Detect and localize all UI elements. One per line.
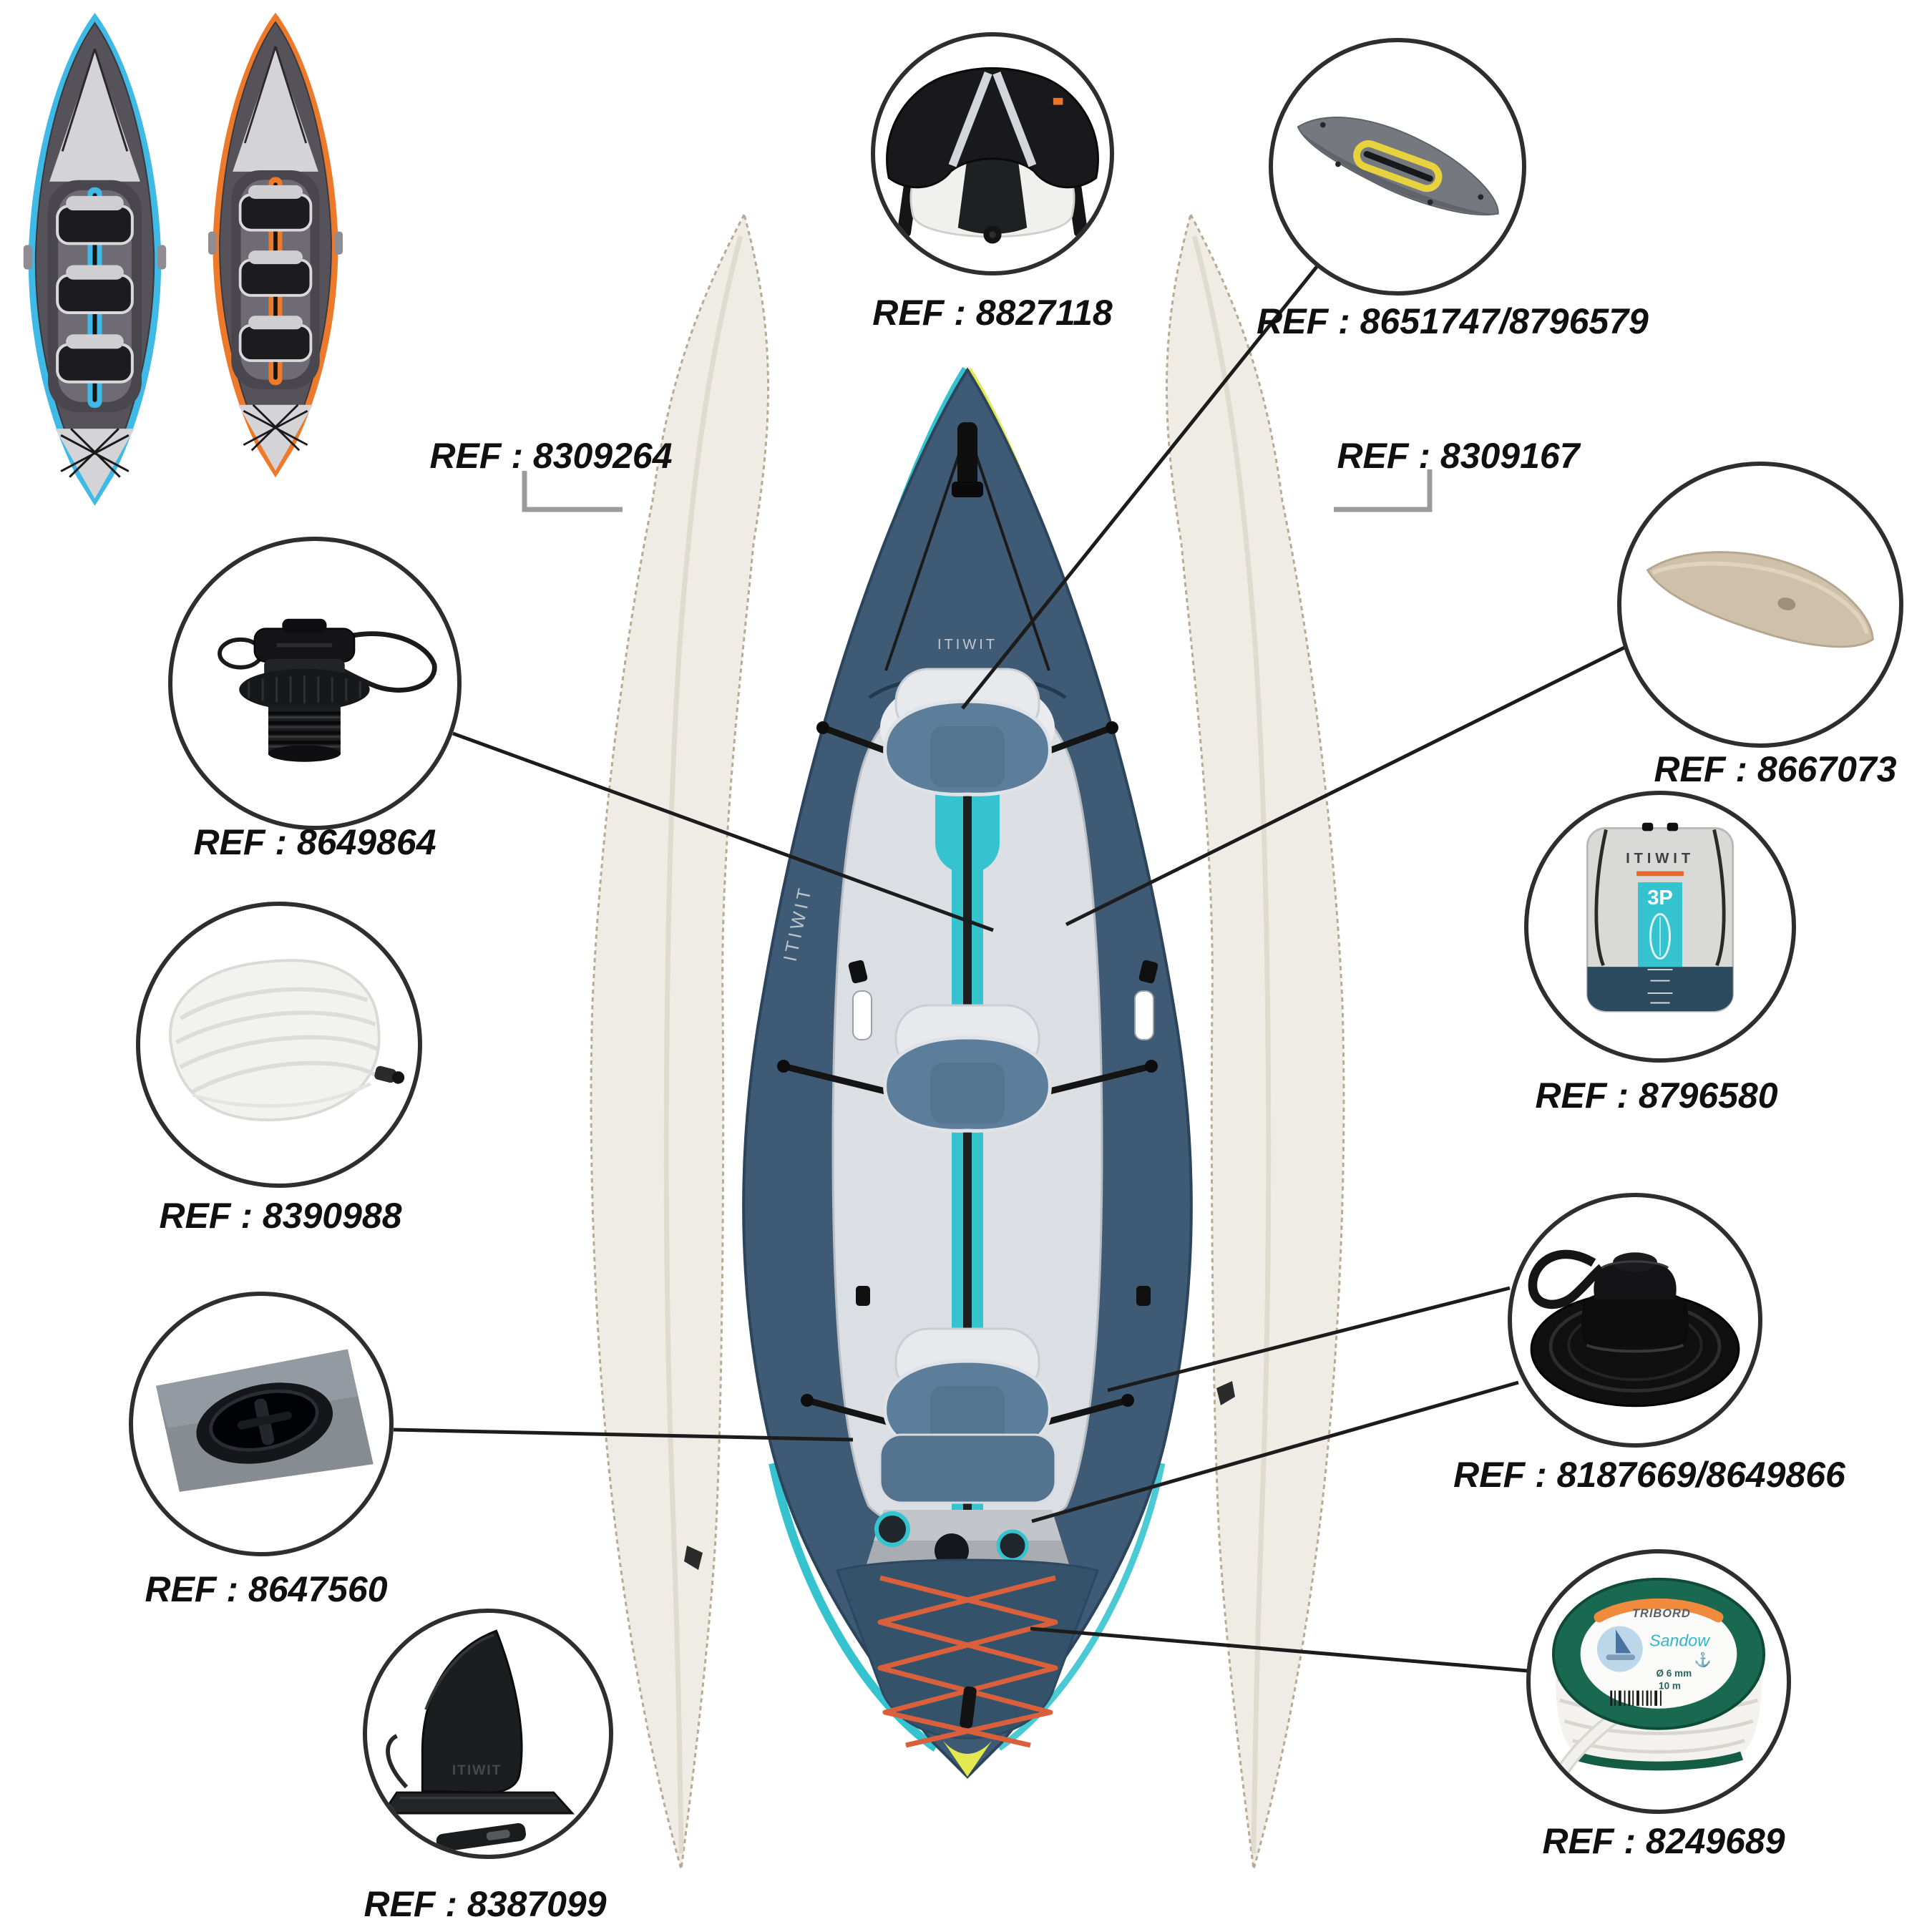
cover-part-image <box>1297 117 1499 216</box>
fin-clip <box>436 1823 527 1852</box>
ref-label-cover: REF : 8651747/8796579 <box>1257 301 1649 341</box>
product-kayak-blue <box>23 13 167 506</box>
part-circle-seat <box>871 32 1114 275</box>
fin-part-image: ITIWIT <box>381 1629 575 1852</box>
bag-part-image: ITIWIT 3P <box>1586 822 1735 1013</box>
floor-valve-part-image <box>1528 1249 1740 1407</box>
rope-spool-part-image: TRIBORD Sandow ⚓ Ø 6 mm 10 m <box>1542 1577 1766 1800</box>
part-circle-floor-valve <box>1508 1193 1762 1448</box>
part-circle-cushion <box>136 902 422 1188</box>
ref-label-seat: REF : 8827118 <box>872 293 1113 333</box>
left-float-strap <box>684 1546 703 1570</box>
ref-label-valve: REF : 8649864 <box>193 822 436 862</box>
product-kayak-blue-seats <box>56 195 134 384</box>
bag-brand-text: ITIWIT <box>1626 851 1694 867</box>
product-kayak-orange <box>208 12 343 478</box>
main-kayak-top-view: ITIWIT ITIWIT <box>742 366 1193 1779</box>
ref-label-fin: REF : 8387099 <box>364 1884 607 1924</box>
ref-label-bag: REF : 8796580 <box>1535 1075 1778 1116</box>
stern-bungee-deck <box>836 1558 1099 1748</box>
product-kayak-orange-seats <box>238 185 313 362</box>
cushion-part-image <box>168 959 405 1122</box>
part-circle-cover <box>1269 38 1526 296</box>
ref-label-patch: REF : 8647560 <box>145 1569 388 1609</box>
kayak-bow-logo: ITIWIT <box>937 637 997 653</box>
patch-part-image <box>155 1349 374 1492</box>
fin-pad-part-image <box>1646 551 1874 648</box>
part-circle-fin-pad <box>1617 462 1903 748</box>
ref-label-float-left: REF : 8309264 <box>429 436 673 476</box>
part-circle-rope: TRIBORD Sandow ⚓ Ø 6 mm 10 m <box>1526 1549 1791 1814</box>
part-circle-patch <box>129 1292 394 1556</box>
part-circle-bag: ITIWIT 3P <box>1524 791 1796 1063</box>
part-circle-fin: ITIWIT <box>363 1609 613 1859</box>
paddle-holders <box>848 960 1158 1306</box>
kayak-seats <box>879 668 1057 1504</box>
rope-name-text: Sandow <box>1649 1631 1711 1650</box>
left-float <box>590 211 769 1870</box>
seat-part-image <box>886 67 1099 244</box>
anchor-icon: ⚓ <box>1694 1652 1712 1668</box>
bag-size-text: 3P <box>1647 887 1673 909</box>
rope-length-text: 10 m <box>1659 1681 1681 1692</box>
barcode <box>1610 1690 1662 1706</box>
ref-label-cushion: REF : 8390988 <box>159 1196 402 1236</box>
ref-label-fin-pad: REF : 8667073 <box>1654 749 1897 789</box>
ref-label-rope: REF : 8249689 <box>1542 1821 1785 1861</box>
ref-label-float-right: REF : 8309167 <box>1337 436 1580 476</box>
ref-label-floor-valve: REF : 8187669/8649866 <box>1453 1455 1845 1495</box>
fin-brand-text: ITIWIT <box>452 1763 502 1778</box>
cushion-valve <box>374 1065 405 1084</box>
part-circle-valve <box>168 537 462 830</box>
rope-diameter-text: Ø 6 mm <box>1656 1668 1692 1679</box>
rope-brand-text: TRIBORD <box>1632 1607 1691 1620</box>
valve-part-image <box>218 618 437 762</box>
